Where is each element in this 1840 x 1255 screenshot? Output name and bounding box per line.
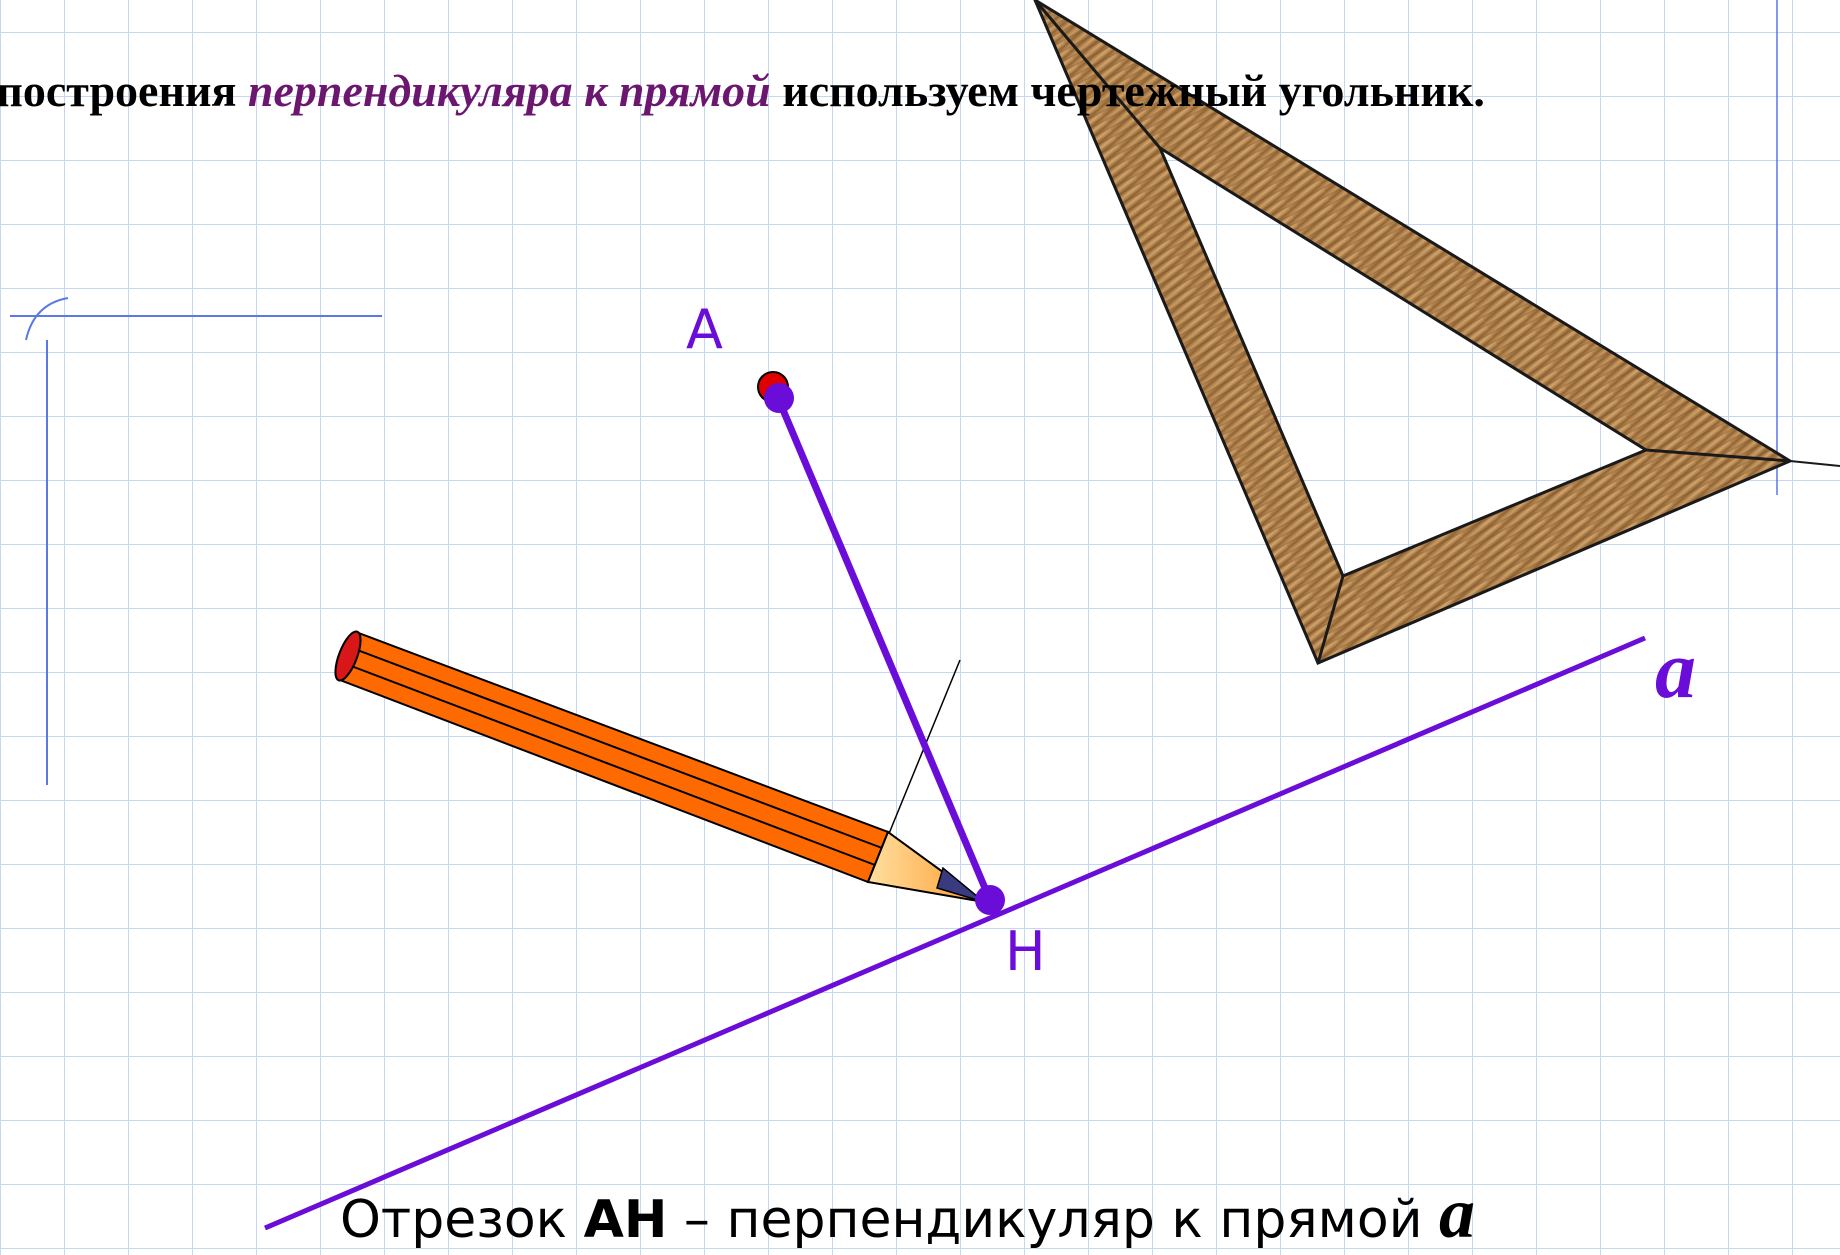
label-point-h: H [1005,920,1046,983]
instruction-heading: я построения перпендикуляра к прямой исп… [0,64,1840,117]
margin-lines [10,0,1778,785]
caption-line-var: a [1439,1173,1476,1253]
caption: Отрезок AH – перпендикуляр к прямой a [340,1172,1475,1255]
set-square-icon [1033,0,1840,665]
point-a [757,371,794,413]
segment-ah [774,396,994,902]
heading-emphasis: перпендикуляра к прямой [247,65,771,116]
line-a [264,635,1646,1230]
heading-part2: используем чертежный угольник. [770,65,1485,116]
label-point-a: A [686,298,723,361]
point-h [975,885,1005,915]
caption-segment: AH [583,1190,668,1250]
caption-part2: – перпендикуляр к прямой [667,1190,1440,1250]
caption-part1: Отрезок [340,1190,584,1250]
label-line-a: a [1655,624,1696,715]
pencil-icon [334,630,985,903]
heading-part1: я построения [0,65,237,116]
